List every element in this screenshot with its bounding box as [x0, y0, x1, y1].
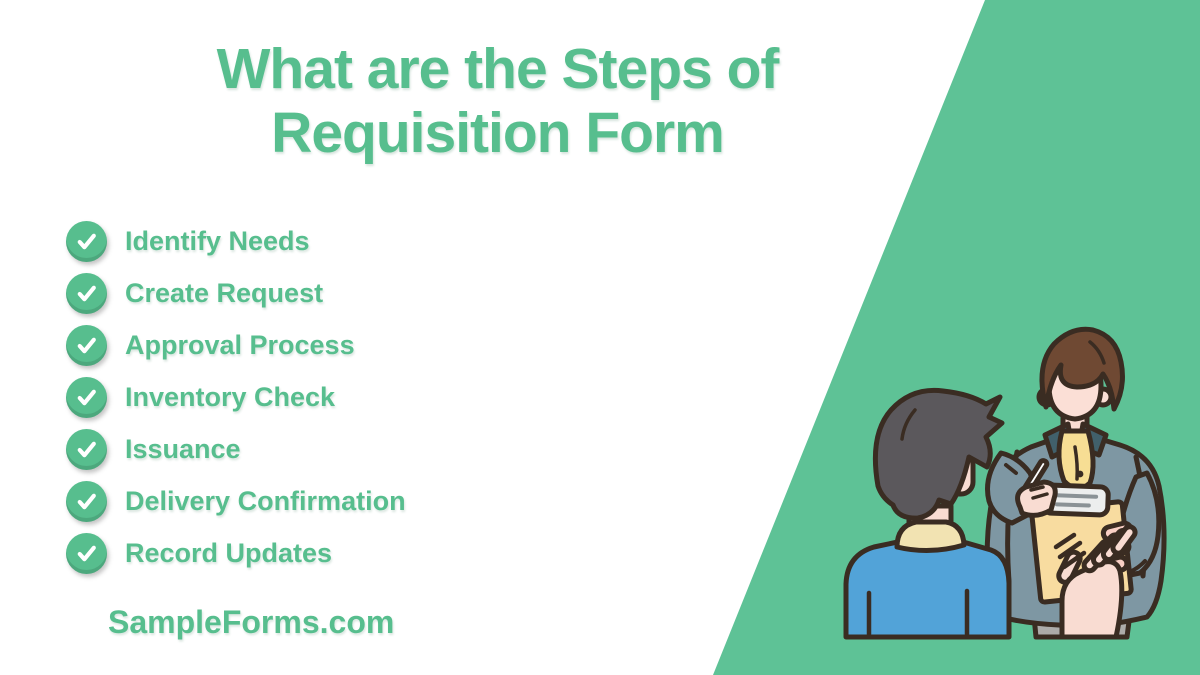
page-title-line2: Requisition Form [271, 100, 725, 165]
check-circle-icon [66, 325, 107, 366]
raised-hand-palm [1059, 559, 1125, 640]
list-item: Record Updates [66, 533, 406, 574]
raised-hand-fingers [1081, 524, 1138, 574]
check-circle-icon [66, 377, 107, 418]
page-title: What are the Steps of Requisition Form [150, 37, 845, 166]
list-item: Create Request [66, 273, 406, 314]
back-view-figure [843, 387, 1012, 640]
list-item-label: Create Request [125, 278, 324, 308]
list-item-label: Identify Needs [125, 226, 310, 256]
list-item-label: Issuance [125, 434, 241, 464]
list-item: Identify Needs [66, 221, 406, 262]
list-item-label: Approval Process [125, 330, 355, 360]
check-circle-icon [66, 221, 107, 262]
brand-watermark: SampleForms.com [108, 604, 395, 640]
raised-hand [1053, 524, 1138, 640]
list-item-label: Delivery Confirmation [125, 486, 406, 516]
list-item: Issuance [66, 429, 406, 470]
steps-checklist: Identify Needs Create Request Approval P… [66, 221, 406, 574]
check-circle-icon [66, 429, 107, 470]
check-circle-icon [66, 481, 107, 522]
page-title-line1: What are the Steps of [216, 37, 780, 101]
list-item: Delivery Confirmation [66, 481, 406, 522]
list-item: Inventory Check [66, 377, 406, 418]
check-circle-icon [66, 533, 107, 574]
list-item-label: Record Updates [125, 538, 333, 568]
two-people-clipboard-illustration [843, 326, 1167, 640]
list-item: Approval Process [66, 325, 406, 366]
interviewer-hair [1039, 326, 1125, 412]
check-circle-icon [66, 273, 107, 314]
list-item-label: Inventory Check [125, 382, 336, 412]
back-man-hair [872, 387, 1005, 521]
back-man-collar [894, 519, 967, 554]
